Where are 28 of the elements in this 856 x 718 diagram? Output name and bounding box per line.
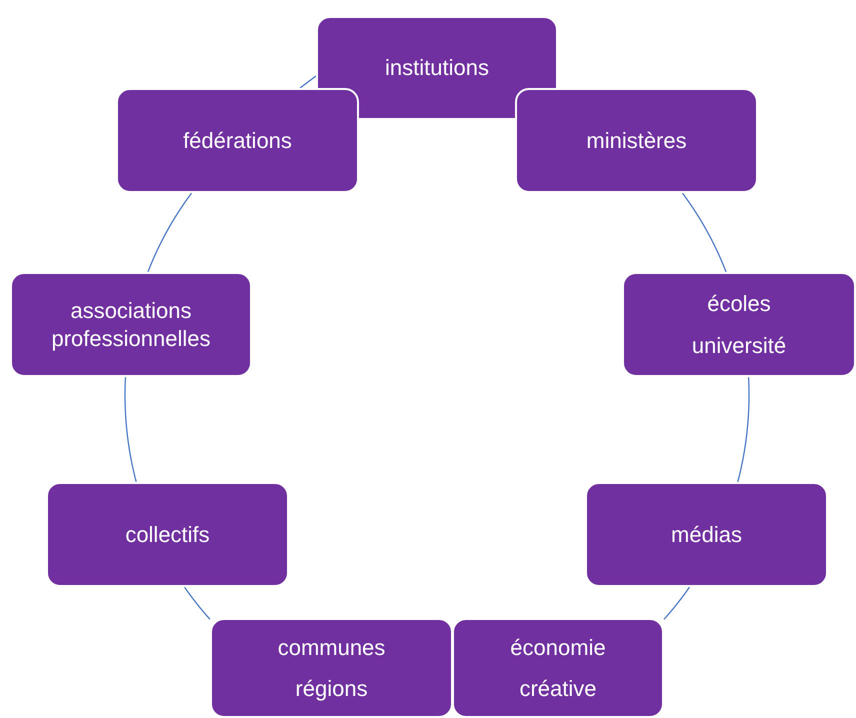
node-label: écoles: [707, 290, 771, 318]
connector-line: [664, 586, 690, 620]
node-label: institutions: [385, 54, 489, 82]
connector-line: [737, 377, 750, 482]
process-box: [316, 16, 558, 120]
process-box: [46, 482, 289, 587]
node-label: créative: [519, 675, 597, 702]
process-box: [452, 618, 664, 718]
connector-line: [300, 76, 316, 88]
node-label: université: [692, 332, 786, 359]
node-label: ministères: [586, 126, 687, 154]
process-box: [10, 272, 252, 377]
process-box: [515, 88, 758, 193]
connector-line: [124, 377, 137, 482]
process-box: [116, 88, 359, 193]
connector-line: [682, 192, 727, 272]
connector-line: [147, 192, 192, 272]
node-label: médias: [671, 520, 742, 548]
process-box: [622, 272, 856, 377]
connector-line: [184, 586, 210, 620]
node-label: économie: [510, 634, 606, 661]
process-box: [585, 482, 828, 587]
node-label: collectifs: [125, 520, 210, 548]
node-label: fédérations: [183, 126, 292, 154]
process-box: [210, 618, 453, 718]
node-label: associations professionnelles: [50, 297, 212, 352]
node-label: communes: [278, 634, 386, 661]
node-label: régions: [295, 675, 368, 702]
